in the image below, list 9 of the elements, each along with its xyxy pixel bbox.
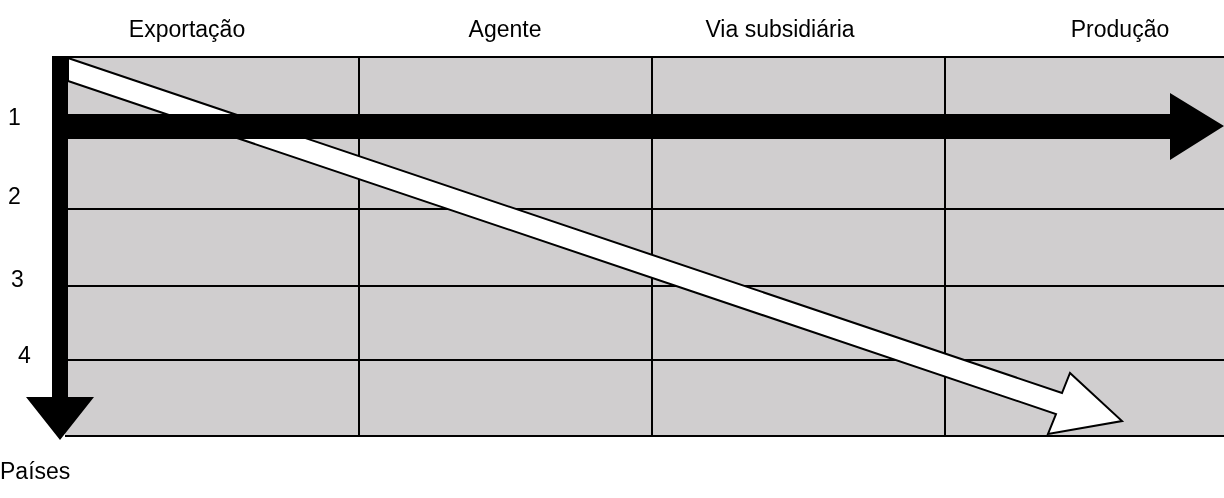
axis-label: Países	[0, 460, 71, 483]
row-number: 4	[18, 344, 31, 367]
row-number: 3	[11, 268, 24, 291]
column-header: Exportação	[128, 18, 246, 41]
column-header: Agente	[468, 18, 542, 41]
row-number: 1	[8, 106, 21, 129]
row-number: 2	[8, 185, 21, 208]
column-header: Produção	[1070, 18, 1170, 41]
column-header: Via subsidiária	[705, 18, 855, 41]
